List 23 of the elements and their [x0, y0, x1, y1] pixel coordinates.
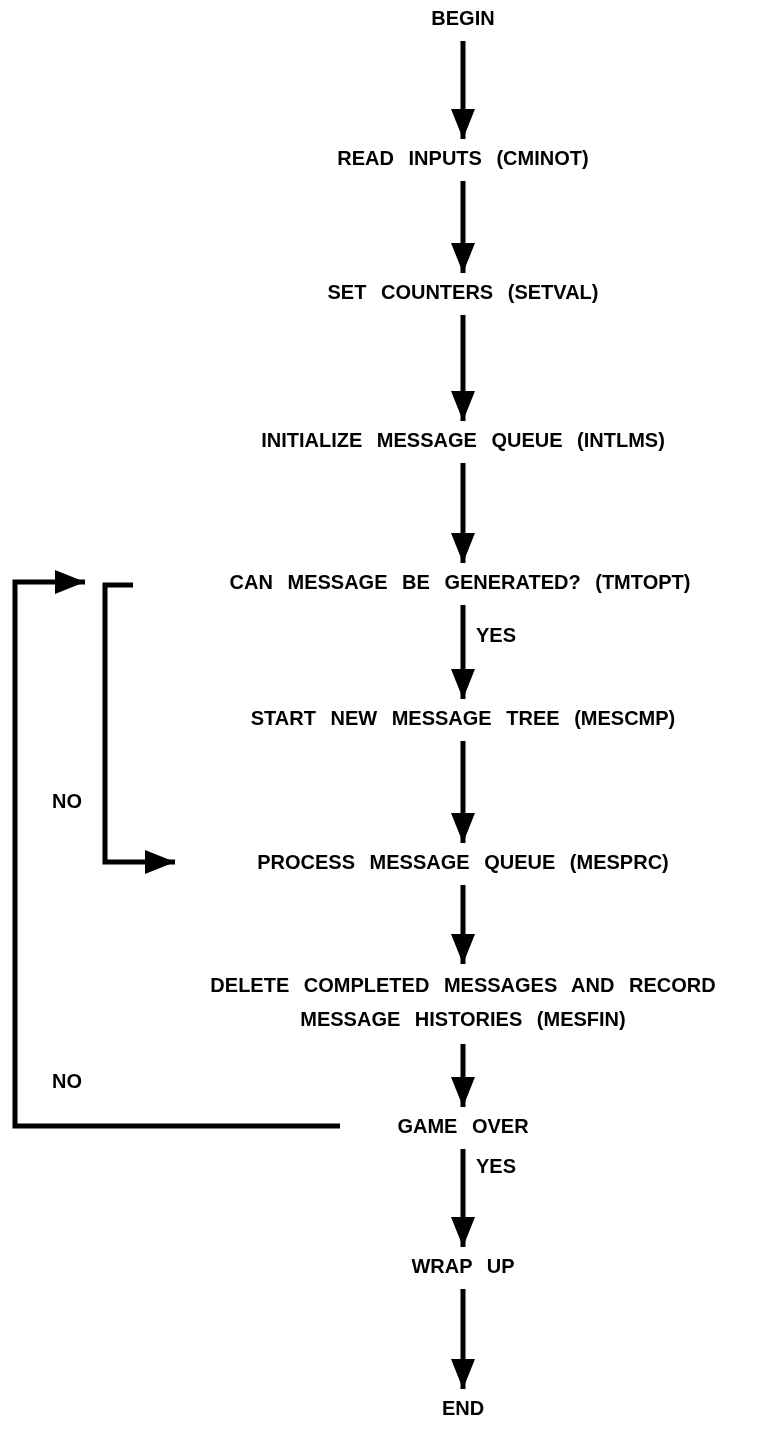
step-text: INITIALIZE MESSAGE QUEUE (INTLMS) — [261, 428, 665, 453]
arrow — [12, 570, 340, 1129]
arrow — [451, 1149, 475, 1247]
step-text: PROCESS MESSAGE QUEUE (MESPRC) — [257, 850, 669, 875]
arrow — [451, 605, 475, 699]
step-text: WRAP UP — [411, 1254, 515, 1279]
arrow — [451, 885, 475, 964]
arrow — [451, 741, 475, 843]
step-text: DELETE COMPLETED MESSAGES AND RECORD MESSAGE HISTORIES (MESFIN) — [209, 973, 717, 1032]
step-text: END — [441, 1396, 485, 1421]
arrow — [451, 1289, 475, 1389]
step-text: START NEW MESSAGE TREE (MESCMP) — [250, 706, 676, 731]
step-text: SET COUNTERS (SETVAL) — [327, 280, 599, 305]
arrow — [451, 1044, 475, 1107]
arrow — [451, 41, 475, 139]
step-text: CAN MESSAGE BE GENERATED? (TMTOPT) — [229, 570, 691, 595]
arrow — [451, 315, 475, 421]
step-text: BEGIN — [431, 6, 495, 31]
step-text: READ INPUTS (CMINOT) — [337, 146, 589, 171]
arrow — [451, 181, 475, 273]
arrow — [102, 582, 175, 874]
arrow — [451, 463, 475, 563]
step-text: GAME OVER — [397, 1114, 529, 1139]
